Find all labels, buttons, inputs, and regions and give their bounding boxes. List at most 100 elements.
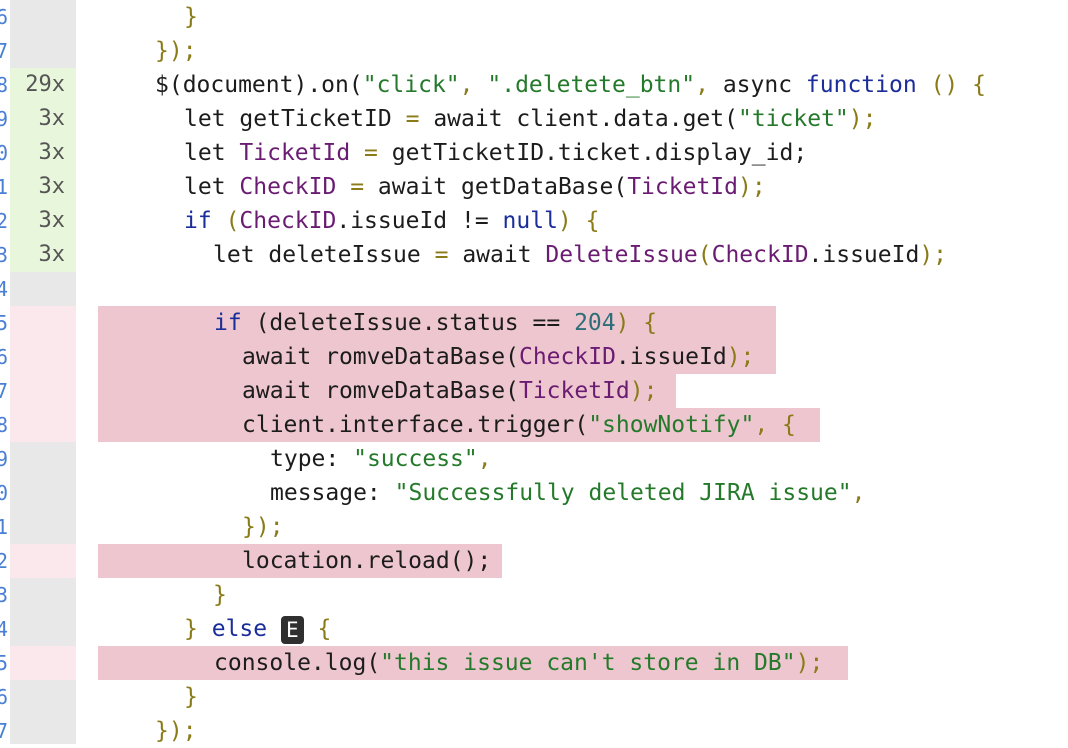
coverage-gutter <box>10 578 76 612</box>
code-line: 9 3x let getTicketID = await client.data… <box>0 102 1068 136</box>
keyword: let <box>184 140 226 166</box>
code-token: (deleteIssue.status == <box>255 310 575 336</box>
hit-count-badge: 3x <box>10 102 76 136</box>
code-line: 22 location.reload(); <box>0 544 1068 578</box>
line-number[interactable]: 21 <box>0 515 8 539</box>
keyword: await <box>377 174 448 200</box>
line-number[interactable]: 22 <box>0 549 8 573</box>
uncovered-highlight: await romveDataBase(CheckID.issueId); <box>98 340 776 374</box>
uncovered-gutter <box>10 340 76 374</box>
code-token: ); <box>919 242 948 268</box>
identifier: deleteIssue <box>268 242 421 268</box>
keyword: let <box>184 174 226 200</box>
code-token: ); <box>726 344 755 370</box>
code-token: client.data.get( <box>516 106 738 132</box>
hit-count-badge: 3x <box>10 204 76 238</box>
identifier: TicketId <box>239 140 351 166</box>
line-number[interactable]: 24 <box>0 617 8 641</box>
identifier: CheckID <box>239 208 337 234</box>
code-token: ); <box>737 174 766 200</box>
line-number[interactable]: 25 <box>0 651 8 675</box>
line-number[interactable]: 23 <box>0 583 8 607</box>
identifier: CheckID <box>239 174 337 200</box>
code-line: 19 type: "success", <box>0 442 1068 476</box>
uncovered-gutter <box>10 374 76 408</box>
code-line: 8 29x $(document).on("click", ".deletete… <box>0 68 1068 102</box>
code-line: 11 3x let CheckID = await getDataBase(Ti… <box>0 170 1068 204</box>
code-token: } <box>213 582 227 608</box>
code-token: romveDataBase( <box>325 344 519 370</box>
keyword: null <box>502 208 558 234</box>
line-number[interactable]: 15 <box>0 311 8 335</box>
keyword: else <box>211 616 268 642</box>
code-token: .issueId != <box>336 208 503 234</box>
code-token: } <box>184 616 198 642</box>
code-token: , <box>695 72 709 98</box>
line-number[interactable]: 16 <box>0 345 8 369</box>
code-token: ); <box>795 650 824 676</box>
line-number[interactable]: 13 <box>0 243 8 267</box>
uncovered-gutter <box>10 544 76 578</box>
keyword: await <box>433 106 503 132</box>
brace: } <box>184 4 198 30</box>
line-number[interactable]: 14 <box>0 277 8 301</box>
code-token: romveDataBase( <box>325 378 519 404</box>
code-line: 24 } else E { <box>0 612 1068 646</box>
string-literal: "ticket" <box>737 106 849 132</box>
hit-count-badge: 3x <box>10 136 76 170</box>
object-key: type: <box>270 446 340 472</box>
code-line: 21 }); <box>0 510 1068 544</box>
code-line: 26 } <box>0 680 1068 714</box>
line-number[interactable]: 8 <box>0 73 8 97</box>
line-number[interactable]: 17 <box>0 379 8 403</box>
code-token: = <box>405 106 420 132</box>
code-token: } <box>184 684 198 710</box>
hit-count-badge: 3x <box>10 238 76 272</box>
code-line: 13 3x let deleteIssue = await DeleteIssu… <box>0 238 1068 272</box>
keyword: if <box>184 208 212 234</box>
identifier: TicketId <box>627 174 738 200</box>
code-token: ) { <box>557 208 600 234</box>
string-literal: "this issue can't store in DB" <box>380 650 796 676</box>
uncovered-highlight: await romveDataBase(TicketId); <box>98 374 676 408</box>
keyword: let <box>213 242 255 268</box>
code-token: getTicketID.ticket.display_id; <box>391 140 808 166</box>
code-token: getDataBase( <box>461 174 628 200</box>
uncovered-highlight: if (deleteIssue.status == 204) { <box>98 306 776 340</box>
code-line: 6 } <box>0 0 1068 34</box>
code-token: ( <box>697 242 712 268</box>
line-number[interactable]: 11 <box>0 175 8 199</box>
code-token: () { <box>930 72 986 98</box>
branch-not-covered-badge[interactable]: E <box>280 615 304 644</box>
code-line: 14 <box>0 272 1068 306</box>
hit-count-badge: 29x <box>10 68 76 102</box>
line-number[interactable]: 20 <box>0 481 8 505</box>
number-literal: 204 <box>574 310 616 336</box>
code-line: 15 if (deleteIssue.status == 204) { <box>0 306 1068 340</box>
line-number[interactable]: 6 <box>0 5 8 29</box>
code-token: { <box>317 616 332 642</box>
line-number[interactable]: 26 <box>0 685 8 709</box>
keyword: async <box>722 72 793 98</box>
coverage-gutter <box>10 442 76 476</box>
line-number[interactable]: 19 <box>0 447 8 471</box>
line-number[interactable]: 27 <box>0 719 8 743</box>
line-number[interactable]: 10 <box>0 141 8 165</box>
keyword: await <box>242 344 312 370</box>
code-token: , <box>851 480 866 506</box>
uncovered-highlight: client.interface.trigger("showNotify", { <box>98 408 820 442</box>
code-line: 7 }); <box>0 34 1068 68</box>
code-token: , <box>477 446 492 472</box>
line-number[interactable]: 7 <box>0 39 8 63</box>
uncovered-gutter <box>10 408 76 442</box>
line-number[interactable]: 18 <box>0 413 8 437</box>
string-literal: "click" <box>362 72 460 98</box>
hit-count-badge: 3x <box>10 170 76 204</box>
coverage-gutter <box>10 34 76 68</box>
code-line: 18 client.interface.trigger("showNotify"… <box>0 408 1068 442</box>
line-number[interactable]: 9 <box>0 107 8 131</box>
coverage-gutter <box>10 272 76 306</box>
keyword: await <box>242 378 312 404</box>
line-number[interactable]: 12 <box>0 209 8 233</box>
coverage-gutter <box>10 0 76 34</box>
